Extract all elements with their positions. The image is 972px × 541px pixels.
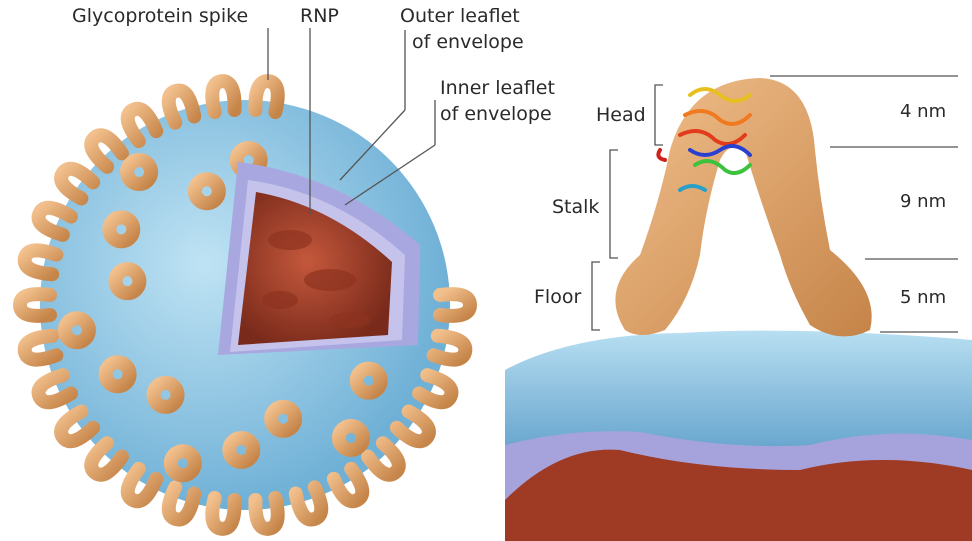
floor-label: Floor: [534, 286, 581, 308]
outer-leaflet-label-line2: of envelope: [412, 31, 524, 53]
stalk-label: Stalk: [552, 196, 599, 218]
stalk-measurement: 9 nm: [900, 191, 946, 212]
head-label: Head: [596, 104, 646, 126]
inner-leaflet-label-line2: of envelope: [440, 103, 552, 125]
virion: [20, 81, 470, 529]
head-measurement: 4 nm: [900, 101, 946, 122]
glycoprotein-spike-loop: [39, 208, 71, 235]
glycoprotein-spike-loop: [39, 375, 71, 402]
glycoprotein-spike-loop: [419, 375, 451, 402]
glycoprotein-spike-loop: [128, 469, 156, 501]
glycoprotein-spike-label: Glycoprotein spike: [72, 5, 248, 27]
floor-measurement: 5 nm: [900, 287, 946, 308]
outer-leaflet-label-line1: Outer leaflet: [400, 5, 520, 27]
glycoprotein-spike-dimer: [615, 78, 871, 336]
inner-leaflet-label-line1: Inner leaflet: [440, 77, 555, 99]
outer-leaflet-band: [505, 331, 972, 446]
glycoprotein-spike-loop: [128, 109, 156, 141]
rnp-label: RNP: [300, 5, 339, 27]
glycoprotein-spike-loop: [334, 469, 362, 501]
